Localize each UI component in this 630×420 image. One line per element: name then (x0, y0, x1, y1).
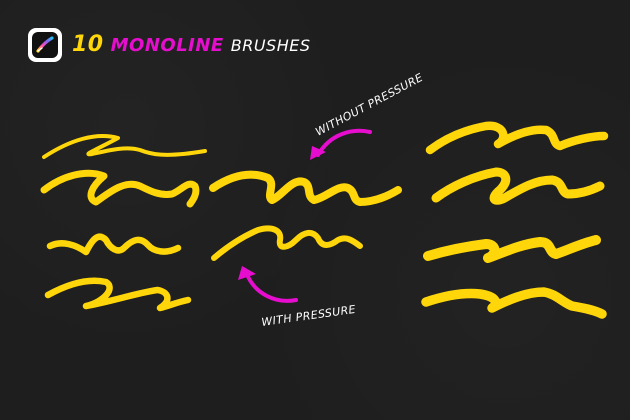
brush-stroke-1 (42, 134, 207, 159)
arrow-without-pressure (316, 128, 372, 157)
brush-stroke-6 (211, 225, 363, 261)
brush-stroke-4 (44, 277, 192, 312)
annotation-without-pressure: WITHOUT PRESSURE (313, 71, 425, 139)
brush-stroke-2 (40, 169, 200, 208)
brush-stroke-9 (423, 235, 601, 263)
brush-icon (32, 32, 58, 58)
annotation-with-pressure: WITH PRESSURE (261, 303, 357, 329)
procreate-app-icon (28, 28, 62, 62)
brush-stroke-8 (431, 167, 605, 205)
brush-stroke-7 (425, 121, 609, 155)
arrow-with-pressure (244, 270, 298, 303)
header: 10 MONOLINE BRUSHES (28, 27, 311, 63)
brush-stroke-5 (209, 170, 402, 206)
brush-stroke-10 (421, 287, 607, 319)
arrowhead-with-pressure (238, 266, 256, 280)
brush-stroke-3 (46, 233, 182, 256)
title-count: 10 (72, 32, 104, 57)
title-rest: BRUSHES (230, 36, 311, 55)
title-highlight: MONOLINE (110, 35, 224, 56)
arrowhead-without-pressure (310, 146, 326, 160)
rainbow-brush-icon (36, 36, 54, 53)
page-title: 10 MONOLINE BRUSHES (72, 34, 311, 56)
